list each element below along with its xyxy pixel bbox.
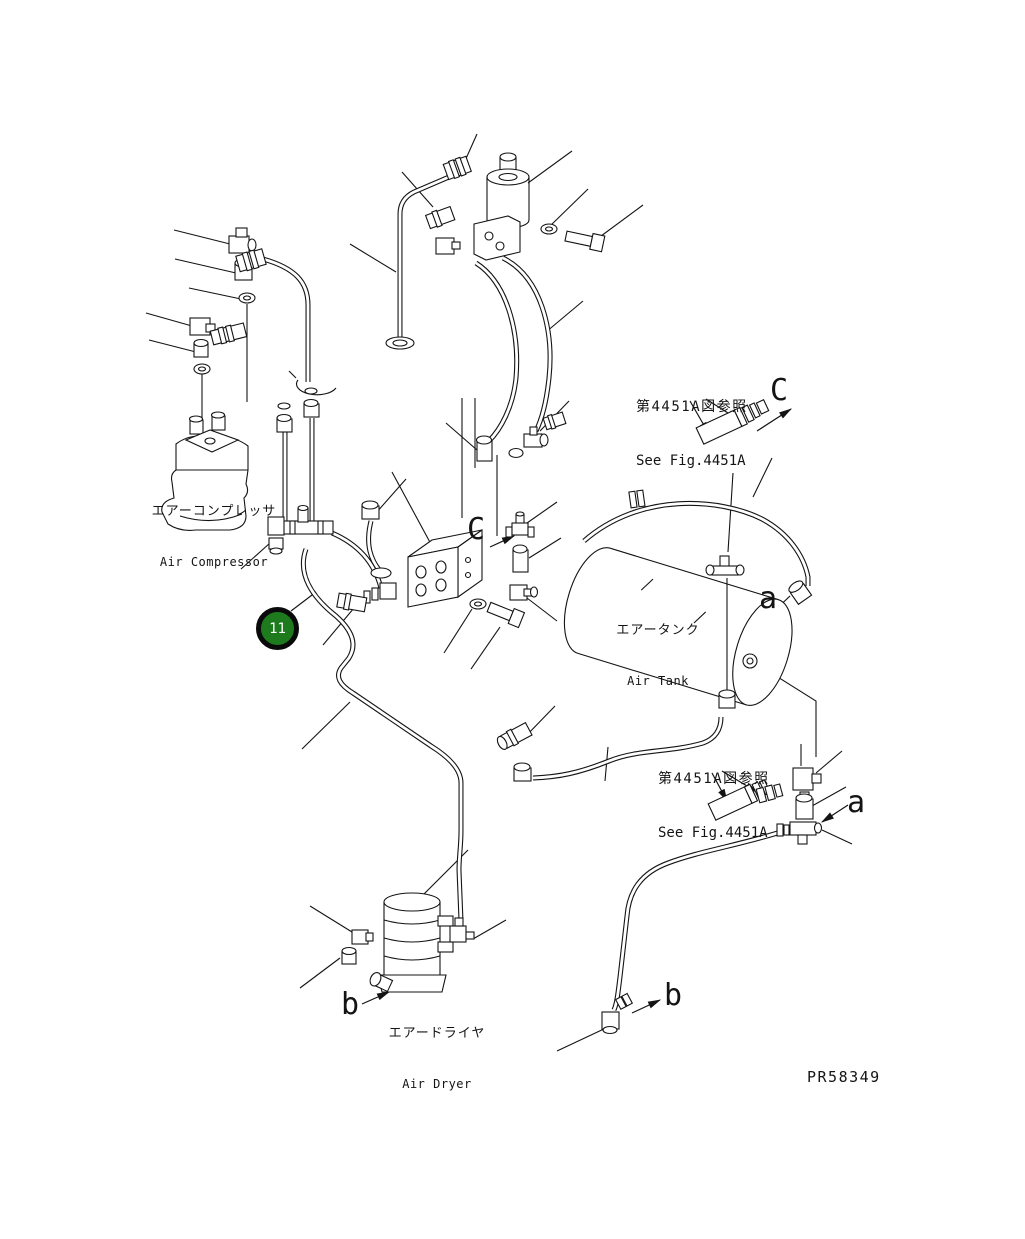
connection-label-b-dryer: b bbox=[341, 987, 360, 1022]
air-compressor-drawing bbox=[161, 411, 249, 531]
ref-fitting-upper bbox=[695, 398, 770, 445]
air-compressor-label-jp: エアーコンプレッサ bbox=[151, 504, 277, 519]
air-dryer-label-jp: エアードライヤ bbox=[388, 1026, 486, 1041]
elbow-b-lower-right bbox=[601, 992, 634, 1035]
connection-label-a-tank: a bbox=[759, 581, 778, 616]
see-fig-reference-lower: 第4451A図参照 See Fig.4451A bbox=[658, 734, 770, 878]
connection-label-b-lower: b bbox=[664, 978, 683, 1013]
air-dryer-drawing bbox=[341, 892, 475, 993]
manifold-block bbox=[336, 528, 526, 629]
connection-label-c-upper: C bbox=[770, 373, 789, 408]
part-callout-11[interactable]: 11 bbox=[256, 607, 299, 650]
tee-fitting-column bbox=[505, 511, 539, 601]
air-tank-label: エアータンク Air Tank bbox=[607, 588, 709, 724]
air-compressor-label: エアーコンプレッサ Air Compressor bbox=[150, 469, 278, 605]
see-fig-upper-en: See Fig.4451A bbox=[636, 453, 746, 469]
see-fig-reference-upper: 第4451A図参照 See Fig.4451A bbox=[636, 362, 748, 506]
air-compressor-label-en: Air Compressor bbox=[159, 555, 269, 569]
see-fig-upper-jp: 第4451A図参照 bbox=[636, 399, 748, 415]
air-dryer-label: エアードライヤ Air Dryer bbox=[383, 991, 491, 1127]
connection-label-a-lower: a bbox=[847, 785, 866, 820]
mid-hose-fittings bbox=[475, 411, 567, 462]
pipes bbox=[262, 174, 811, 1011]
right-fitting-column bbox=[755, 767, 823, 845]
compressor-tee-assembly bbox=[267, 387, 392, 579]
see-fig-lower-en: See Fig.4451A bbox=[658, 825, 768, 841]
fitting-cluster-top-left bbox=[189, 227, 267, 375]
see-fig-lower-jp: 第4451A図参照 bbox=[658, 771, 770, 787]
part-callout-11-number: 11 bbox=[269, 620, 286, 637]
air-tank-drawing bbox=[563, 489, 813, 709]
air-dryer-label-en: Air Dryer bbox=[402, 1077, 472, 1091]
part-number: PR58349 bbox=[807, 1068, 881, 1086]
air-tank-label-en: Air Tank bbox=[627, 674, 689, 688]
top-pipe-fittings bbox=[288, 155, 472, 396]
drain-pipe-fittings bbox=[496, 721, 533, 782]
valve-assembly bbox=[424, 152, 606, 261]
connection-label-c-center: C bbox=[467, 512, 486, 547]
air-tank-label-jp: エアータンク bbox=[616, 623, 700, 638]
